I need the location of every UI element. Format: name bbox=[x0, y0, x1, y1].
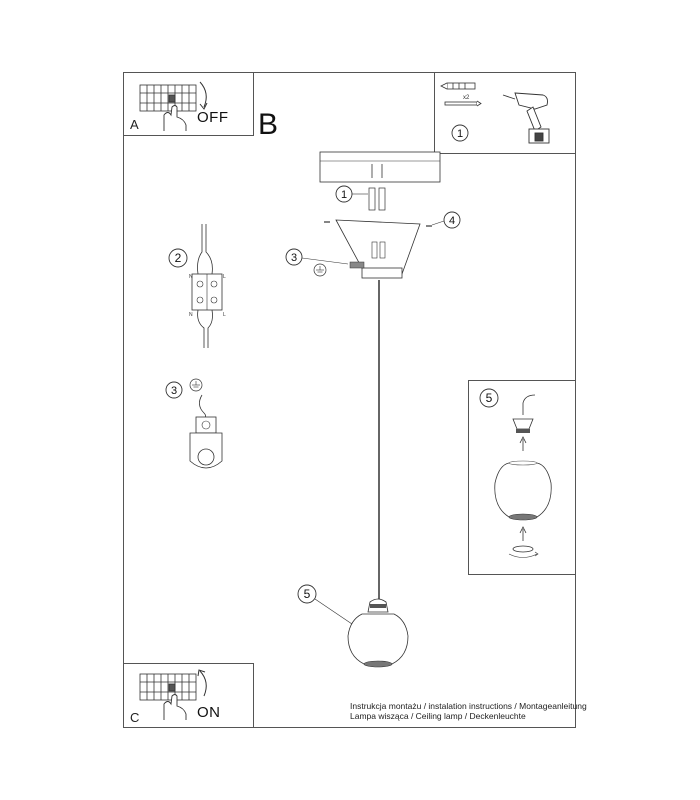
terminal-n-top: N bbox=[189, 274, 193, 280]
wiring-callout: 2 bbox=[175, 251, 182, 265]
shade-detail-panel: 5 bbox=[468, 380, 576, 575]
tools-illustration: x2 1 bbox=[440, 82, 550, 144]
quantity-label: x2 bbox=[463, 95, 470, 101]
pendant-cord bbox=[378, 280, 380, 602]
retaining-ring bbox=[512, 545, 534, 553]
step-a-panel: A OFF bbox=[123, 72, 254, 136]
off-label: OFF bbox=[197, 109, 229, 126]
pendant-glass-shade bbox=[347, 613, 409, 665]
terminal-l-top: L bbox=[223, 274, 226, 280]
breaker-on-icon bbox=[139, 669, 207, 720]
terminal-n-bottom: N bbox=[189, 312, 193, 318]
on-label: ON bbox=[197, 704, 221, 721]
step-c-panel: C ON bbox=[123, 663, 254, 728]
screw-icon bbox=[444, 100, 482, 107]
tools-callout: 1 bbox=[457, 128, 463, 140]
step-a-letter: A bbox=[130, 117, 139, 132]
anchors-callout: 1 bbox=[341, 189, 347, 201]
shade-detail-callout: 5 bbox=[486, 391, 493, 405]
ground-bracket-callout: 3 bbox=[291, 252, 297, 264]
step-b-letter: B bbox=[258, 108, 279, 141]
glass-shade bbox=[494, 462, 552, 518]
terminal-l-bottom: L bbox=[223, 312, 226, 318]
callout-circle bbox=[451, 124, 469, 142]
screws-callout: 4 bbox=[449, 215, 455, 227]
tools-panel: x2 1 bbox=[434, 72, 576, 154]
caption-line-2: Lampa wisząca / Ceiling lamp / Deckenleu… bbox=[350, 711, 526, 721]
step-c-letter: C bbox=[130, 710, 140, 725]
ceiling-slab bbox=[319, 151, 441, 183]
anchor-left bbox=[368, 187, 376, 211]
canopy bbox=[335, 219, 421, 275]
caption-line-1: Instrukcja montażu / instalation instruc… bbox=[350, 701, 587, 711]
drill-icon bbox=[502, 92, 550, 144]
pendant-shade-diagram: 5 bbox=[297, 584, 409, 668]
wiring-diagram: 2 N L N L bbox=[168, 224, 226, 348]
mounting-bar bbox=[361, 267, 403, 279]
ground-detail-diagram: 3 bbox=[165, 378, 223, 469]
shade-main-callout: 5 bbox=[304, 587, 311, 601]
shade-detail-diagram: 5 bbox=[479, 388, 552, 558]
breaker-off-icon bbox=[139, 81, 208, 131]
ceiling-mount-diagram: 1 4 3 bbox=[285, 151, 461, 279]
ground-detail-callout: 3 bbox=[171, 385, 177, 397]
anchor-right bbox=[378, 187, 386, 211]
wall-plug-icon bbox=[440, 82, 476, 90]
socket-cap bbox=[512, 418, 534, 430]
